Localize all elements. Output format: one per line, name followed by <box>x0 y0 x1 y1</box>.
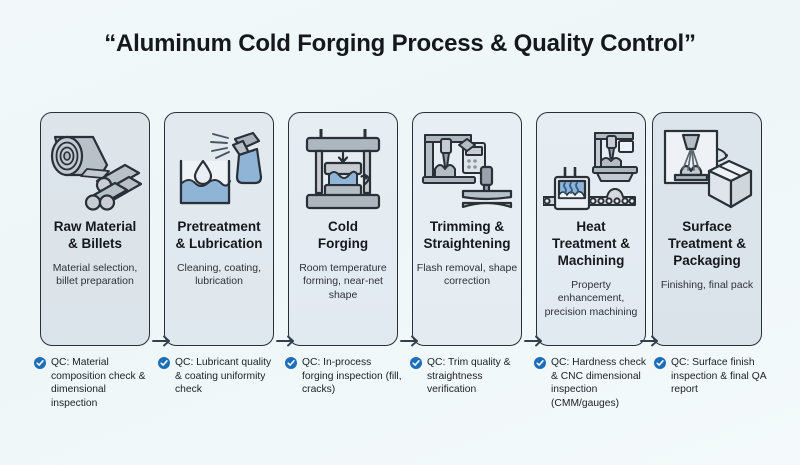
page-title: “Aluminum Cold Forging Process & Quality… <box>104 30 696 57</box>
stage-title: Heat Treatment & Machining <box>551 219 631 268</box>
check-circle-icon <box>158 357 170 369</box>
arrow-2-3 <box>276 334 298 348</box>
stage-title: Raw Material & Billets <box>53 219 137 251</box>
forging-press-icon <box>293 123 393 215</box>
trimming-machine-icon <box>417 123 517 215</box>
check-circle-icon <box>534 357 546 369</box>
qc-note-cold-forging: QC: In-process forging inspection (fill,… <box>285 356 403 397</box>
stage-title: Trimming & Straightening <box>423 219 511 251</box>
arrow-5-6 <box>640 334 662 348</box>
process-flow-row: Raw Material & Billets Material selectio… <box>40 112 762 348</box>
stage-description: Property enhancement, precision machinin… <box>544 278 638 318</box>
spray-bottle-and-tank-icon <box>169 123 269 215</box>
stage-title: Surface Treatment & Packaging <box>667 219 747 268</box>
stage-title: Pretreatment & Lubrication <box>175 219 263 251</box>
qc-note-heat-treatment: QC: Hardness check & CNC dimensional ins… <box>534 356 652 410</box>
qc-note-text: QC: Surface finish inspection & final QA… <box>671 357 767 396</box>
qc-note-text: QC: Trim quality & straightness verifica… <box>427 357 511 396</box>
spray-booth-and-box-icon <box>657 123 757 215</box>
stage-card-surface-treatment-packaging[interactable]: Surface Treatment & Packaging Finishing,… <box>652 112 762 346</box>
qc-note-trimming: QC: Trim quality & straightness verifica… <box>410 356 528 397</box>
arrow-1-2 <box>152 334 174 348</box>
qc-note-text: QC: Material composition check & dimensi… <box>51 357 146 409</box>
qc-note-raw-material: QC: Material composition check & dimensi… <box>34 356 152 410</box>
coil-and-billets-icon <box>45 123 145 215</box>
check-circle-icon <box>285 357 297 369</box>
stage-description: Flash removal, shape correction <box>416 261 518 288</box>
arrow-3-4 <box>400 334 422 348</box>
stage-title: Cold Forging <box>317 219 369 251</box>
check-circle-icon <box>34 357 46 369</box>
stage-card-cold-forging[interactable]: Cold Forging Room temperature forming, n… <box>288 112 398 346</box>
stage-card-trimming-straightening[interactable]: Trimming & Straightening Flash removal, … <box>412 112 522 346</box>
stage-card-raw-material-billets[interactable]: Raw Material & Billets Material selectio… <box>40 112 150 346</box>
check-circle-icon <box>654 357 666 369</box>
stage-description: Material selection, billet preparation <box>52 261 138 288</box>
qc-note-text: QC: In-process forging inspection (fill,… <box>302 357 402 396</box>
stage-description: Room temperature forming, near-net shape <box>299 261 387 302</box>
stage-description: Finishing, final pack <box>660 278 754 291</box>
qc-note-pretreatment: QC: Lubricant quality & coating uniformi… <box>158 356 276 397</box>
qc-note-surface: QC: Surface finish inspection & final QA… <box>654 356 782 397</box>
qc-note-text: QC: Lubricant quality & coating uniformi… <box>175 357 272 396</box>
qc-notes-row: QC: Material composition check & dimensi… <box>34 356 774 456</box>
stage-card-pretreatment-lubrication[interactable]: Pretreatment & Lubrication Cleaning, coa… <box>164 112 274 346</box>
furnace-conveyor-cnc-icon <box>541 123 641 215</box>
stage-description: Cleaning, coating, lubrication <box>176 261 262 288</box>
stage-card-heat-treatment-machining[interactable]: Heat Treatment & Machining Property enha… <box>536 112 646 346</box>
check-circle-icon <box>410 357 422 369</box>
qc-note-text: QC: Hardness check & CNC dimensional ins… <box>551 357 646 409</box>
arrow-4-5 <box>524 334 546 348</box>
